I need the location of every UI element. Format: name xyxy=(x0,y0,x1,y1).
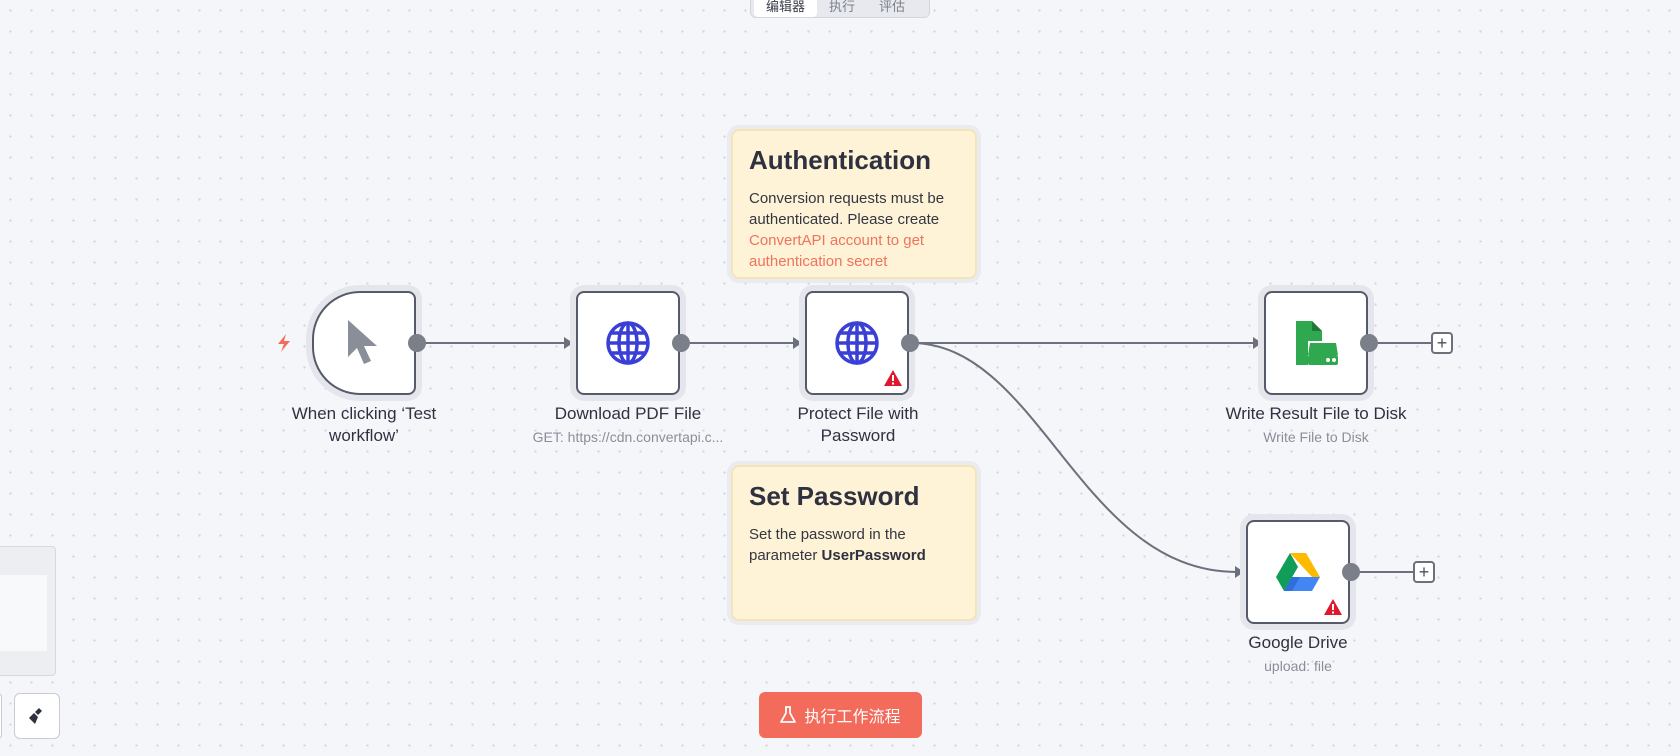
node-title: Google Drive xyxy=(1248,633,1348,652)
tab-evaluations[interactable]: 评估 xyxy=(879,0,906,14)
flask-icon xyxy=(780,706,797,723)
node-download-pdf[interactable] xyxy=(576,291,680,395)
side-panel-content xyxy=(0,575,47,651)
sticky-body: Conversion requests must be authenticate… xyxy=(749,190,945,270)
arrow-head xyxy=(1235,566,1244,578)
connection-protect-gdrive xyxy=(910,342,1238,573)
view-tabs: 编辑器 执行 评估 xyxy=(750,0,930,18)
output-handle[interactable] xyxy=(1342,563,1360,581)
node-manual-trigger[interactable] xyxy=(312,291,416,395)
output-handle[interactable] xyxy=(901,334,919,352)
input-handle[interactable] xyxy=(571,334,579,352)
node-subtitle: GET: https://cdn.convertapi.c... xyxy=(532,429,724,445)
arrow-head xyxy=(564,337,573,349)
sticky-title: Set Password xyxy=(749,481,920,511)
add-node-button[interactable]: + xyxy=(1413,561,1435,583)
node-title: Write Result File to Disk xyxy=(1225,404,1407,423)
warning-icon xyxy=(884,370,902,386)
broom-icon xyxy=(29,708,42,724)
warning-icon xyxy=(1324,599,1342,615)
node-subtitle: Write File to Disk xyxy=(1263,429,1369,445)
output-handle[interactable] xyxy=(672,334,690,352)
parameter-name: UserPassword xyxy=(821,547,926,564)
globe-icon xyxy=(606,321,650,365)
google-drive-icon xyxy=(1276,553,1320,591)
tab-executions[interactable]: 执行 xyxy=(829,0,856,14)
node-title: Protect File with Password xyxy=(797,404,919,445)
lightning-icon xyxy=(278,334,290,352)
node-subtitle: upload: file xyxy=(1264,658,1332,674)
output-handle[interactable] xyxy=(1360,334,1378,352)
side-panel xyxy=(0,546,56,676)
arrow-head xyxy=(1253,337,1262,349)
node-title: Download PDF File xyxy=(554,404,702,423)
sticky-note-authentication[interactable]: Authentication Conversion requests must … xyxy=(731,129,977,279)
add-node-button[interactable]: + xyxy=(1431,332,1453,354)
sticky-note-set-password[interactable]: Set Password Set the password in the par… xyxy=(731,465,977,621)
cursor-icon xyxy=(348,320,377,364)
execute-workflow-button[interactable]: 执行工作流程 xyxy=(759,692,922,738)
arrow-head xyxy=(793,337,802,349)
node-write-file[interactable] xyxy=(1264,291,1368,395)
sticky-body: Set the password in the parameter UserPa… xyxy=(749,526,926,564)
execute-label: 执行工作流程 xyxy=(804,709,901,726)
output-handle[interactable] xyxy=(408,334,426,352)
tidy-up-button[interactable] xyxy=(14,693,60,739)
tab-editor[interactable]: 编辑器 xyxy=(754,0,818,17)
node-title: When clicking ‘Test workflow’ xyxy=(291,404,437,445)
sticky-title: Authentication xyxy=(749,145,931,175)
zoom-control-button[interactable] xyxy=(0,693,2,739)
globe-icon xyxy=(835,321,879,365)
input-handle[interactable] xyxy=(800,334,808,352)
convertapi-link[interactable]: ConvertAPI account to get authentication… xyxy=(749,232,925,270)
file-disk-icon xyxy=(1296,321,1338,365)
